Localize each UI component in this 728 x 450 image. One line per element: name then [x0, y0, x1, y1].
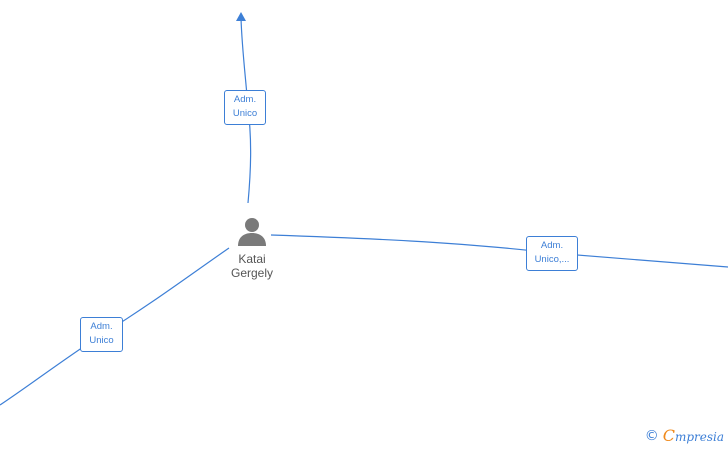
edge-label-top[interactable]: Adm. Unico: [224, 90, 266, 125]
edge-label-top-line1: Adm.: [233, 94, 257, 105]
edge-label-top-line2: Unico: [232, 108, 258, 119]
edge-label-left[interactable]: Adm. Unico: [80, 317, 123, 352]
footer-brand: © C mpresia: [645, 426, 724, 445]
edge-label-right[interactable]: Adm. Unico,...: [526, 236, 578, 271]
empresia-logo-initial: C: [662, 426, 675, 445]
empresia-logo-text: mpresia: [674, 430, 724, 444]
copyright-icon: ©: [644, 427, 659, 444]
empresia-logo[interactable]: C mpresia: [663, 426, 724, 445]
edge-label-left-line2: Unico: [89, 335, 114, 346]
edge-label-left-line1: Adm.: [90, 321, 113, 332]
person-icon: [238, 218, 266, 246]
person-first-name: Katai: [238, 252, 266, 266]
edge-label-right-line1: Adm.: [540, 240, 564, 251]
edge-right[interactable]: [270, 234, 728, 268]
arrow-up-icon: [236, 12, 246, 21]
edge-label-right-line2: Unico,...: [534, 254, 570, 265]
person-last-name: Gergely: [230, 266, 274, 280]
person-node[interactable]: Katai Gergely: [212, 216, 292, 280]
person-name: Katai Gergely: [212, 252, 292, 280]
